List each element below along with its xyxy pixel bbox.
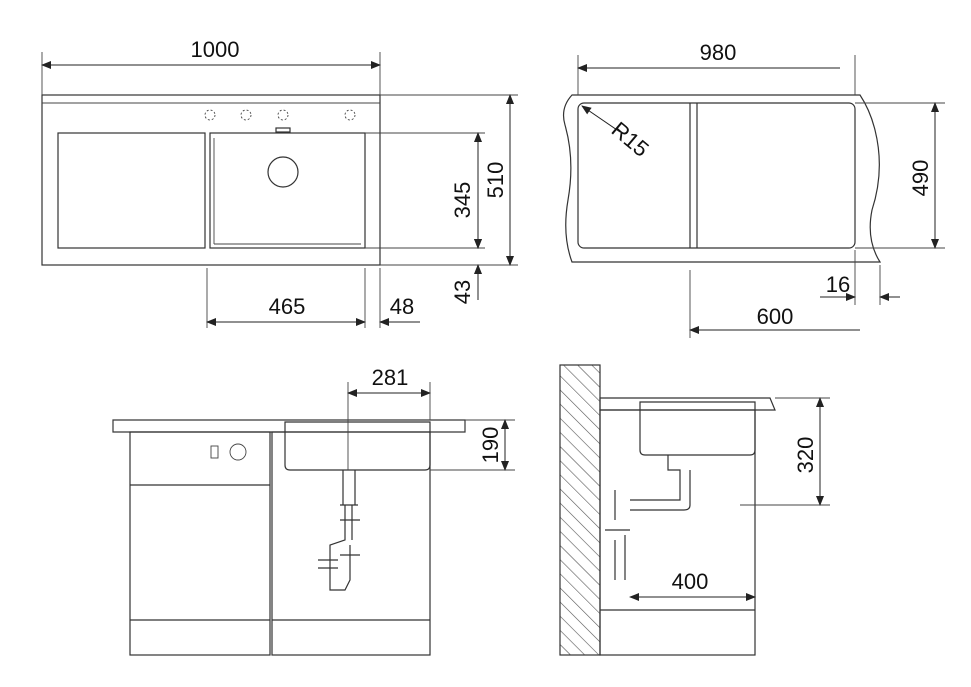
dim-cutout-depth: 490 (908, 160, 933, 197)
dim-bowl-depth-below: 320 (793, 437, 818, 474)
side-drain-pipe (605, 455, 691, 580)
bowl (209, 132, 366, 249)
drain-circle (267, 156, 299, 188)
side-view: 320 400 (559, 364, 830, 656)
side-bowl (639, 401, 756, 456)
cutout-view: R15 980 490 600 16 (562, 40, 945, 338)
dim-offset: 16 (826, 272, 850, 297)
corner-radius-label: R15 (607, 117, 654, 162)
tap-holes (204, 109, 356, 121)
dim-side-margin: 48 (390, 294, 414, 319)
bowl-section (284, 421, 431, 471)
front-view: 281 190 (112, 365, 515, 656)
dim-front-margin: 43 (450, 280, 475, 304)
dim-overall-depth: 510 (483, 162, 508, 199)
dim-bowl-height: 190 (478, 427, 503, 464)
dim-bowl-width: 465 (269, 294, 306, 319)
dim-cutout-width: 980 (700, 40, 737, 65)
dim-drain-offset: 281 (372, 365, 409, 390)
dim-drain-distance: 400 (672, 569, 709, 594)
dim-bowl-depth: 345 (450, 182, 475, 219)
dim-overall-width: 1000 (191, 37, 240, 62)
dim-bowl-cutout-width: 600 (757, 304, 794, 329)
drain-trap (318, 470, 360, 591)
drainer-area (57, 132, 206, 249)
top-view: 1000 510 345 43 465 48 (41, 37, 518, 328)
